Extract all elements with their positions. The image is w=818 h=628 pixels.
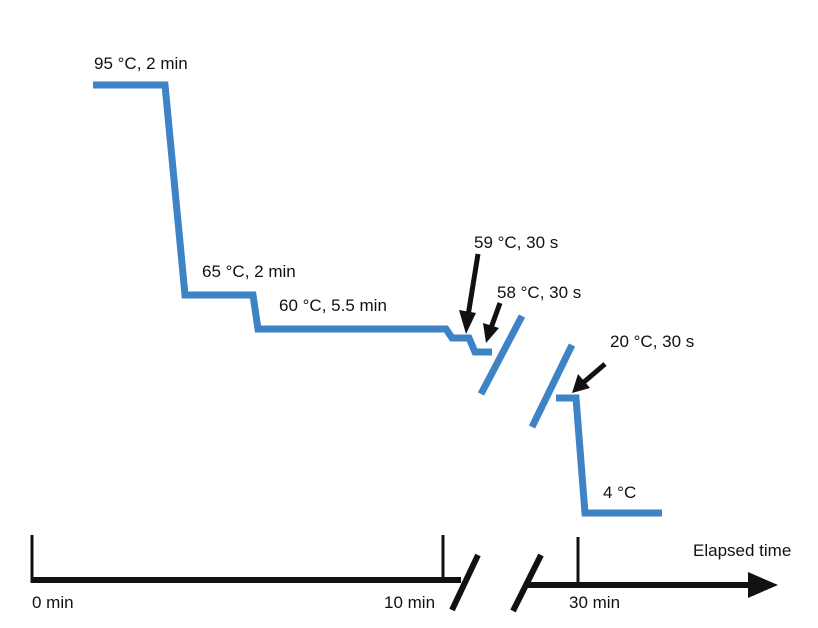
time-axis-break-2 [510,553,544,613]
step-label-59c: 59 °C, 30 s [474,233,559,252]
pointer-arrowhead-20c [572,374,590,393]
time-label-30: 30 min [569,593,621,612]
step-label-65c: 65 °C, 2 min [202,262,296,281]
pointer-arrowhead-58c [483,323,499,343]
time-axis-break-1 [449,553,481,612]
step-label-60c: 60 °C, 5.5 min [279,296,387,315]
temperature-profile-break-2 [528,343,576,429]
step-label-20c: 20 °C, 30 s [610,332,695,351]
temperature-profile-segment-1 [93,81,492,356]
step-label-4c: 4 °C [603,483,637,502]
pointer-arrow-20c [582,362,607,384]
time-label-0: 0 min [32,593,74,612]
step-label-95c: 95 °C, 2 min [94,54,188,73]
temperature-profile-break-1 [477,314,526,396]
time-axis-arrowhead [748,572,778,598]
step-label-58c: 58 °C, 30 s [497,283,582,302]
pointer-arrow-59c [465,253,481,317]
temperature-profile-segment-2 [556,394,662,517]
pointer-arrowhead-59c [459,310,476,334]
time-axis-title: Elapsed time [693,541,792,560]
time-label-10: 10 min [384,593,436,612]
pointer-arrow-58c [488,302,503,329]
